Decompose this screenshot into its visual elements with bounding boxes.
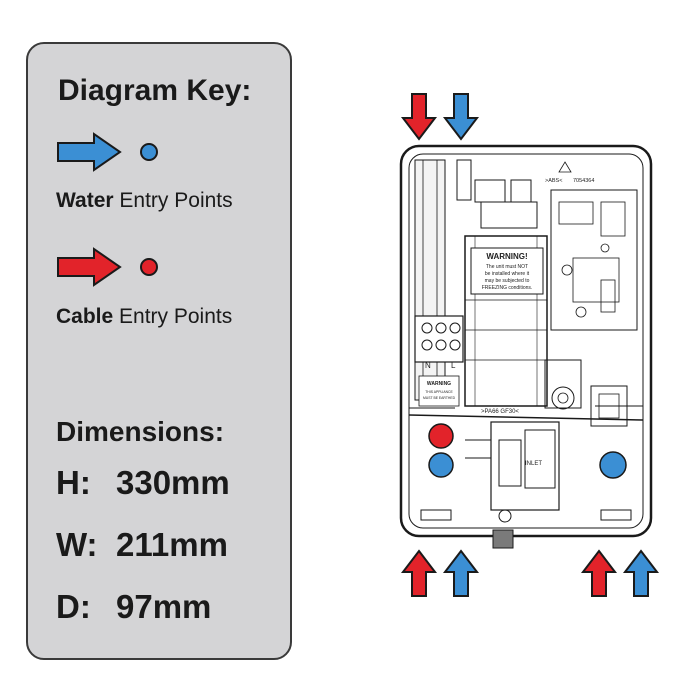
diagram-key-panel: Diagram Key: Water Entry Points Cable En… [26,42,292,660]
svg-text:INLET: INLET [525,461,542,467]
svg-text:N: N [425,361,431,370]
earth-warning-label [418,375,460,407]
freezing-warning-label [470,247,544,295]
cable-entry-legend-symbol [56,247,166,287]
svg-text:WARNING!: WARNING! [486,252,527,261]
svg-text:WARNING: WARNING [427,381,451,387]
cable-entry-label: Cable Entry Points [56,305,233,328]
bottom-right-entry-arrows [580,549,660,597]
dimension-height: H:330mm [56,464,230,501]
water-inlet-fitting [492,529,514,549]
water-entry-label: Water Entry Points [56,189,233,212]
svg-text:L: L [451,361,456,370]
svg-text:>ABS<: >ABS< [545,178,562,184]
water-entry-legend-symbol [56,132,166,172]
svg-text:may be subjected to: may be subjected to [485,278,530,284]
cable-dot-icon [140,258,158,276]
bottom-left-entry-arrows [400,549,480,597]
bottom-right-water-arrow-icon [622,549,660,597]
dimensions-title: Dimensions: [56,416,225,447]
water-entry-point-dot-left [428,452,454,478]
bottom-water-arrow-icon [442,549,480,597]
svg-text:MUST BE EARTHED: MUST BE EARTHED [423,396,456,400]
svg-text:THIS APPLIANCE: THIS APPLIANCE [425,390,453,394]
svg-text:The unit must NOT: The unit must NOT [486,264,528,270]
svg-text:7054364: 7054364 [573,178,594,184]
bottom-right-cable-arrow-icon [580,549,618,597]
top-water-arrow-icon [442,93,480,141]
svg-text:>PA66 GF30<: >PA66 GF30< [481,409,519,415]
water-arrow-icon [57,132,122,172]
shower-unit-diagram: WARNING! The unit must NOT be installed … [399,144,653,549]
top-entry-arrows [400,93,480,141]
water-dot-icon [140,143,158,161]
svg-text:FREEZING conditions.: FREEZING conditions. [482,285,533,291]
dimension-width: W:211mm [56,526,228,563]
dimension-depth: D:97mm [56,588,212,625]
water-entry-point-dot-right [599,451,627,479]
bottom-cable-arrow-icon [400,549,438,597]
top-cable-arrow-icon [400,93,438,141]
cable-arrow-icon [57,247,122,287]
diagram-key-title: Diagram Key: [58,74,252,107]
cable-entry-point-dot [428,423,454,449]
svg-text:be installed where it: be installed where it [485,271,530,277]
